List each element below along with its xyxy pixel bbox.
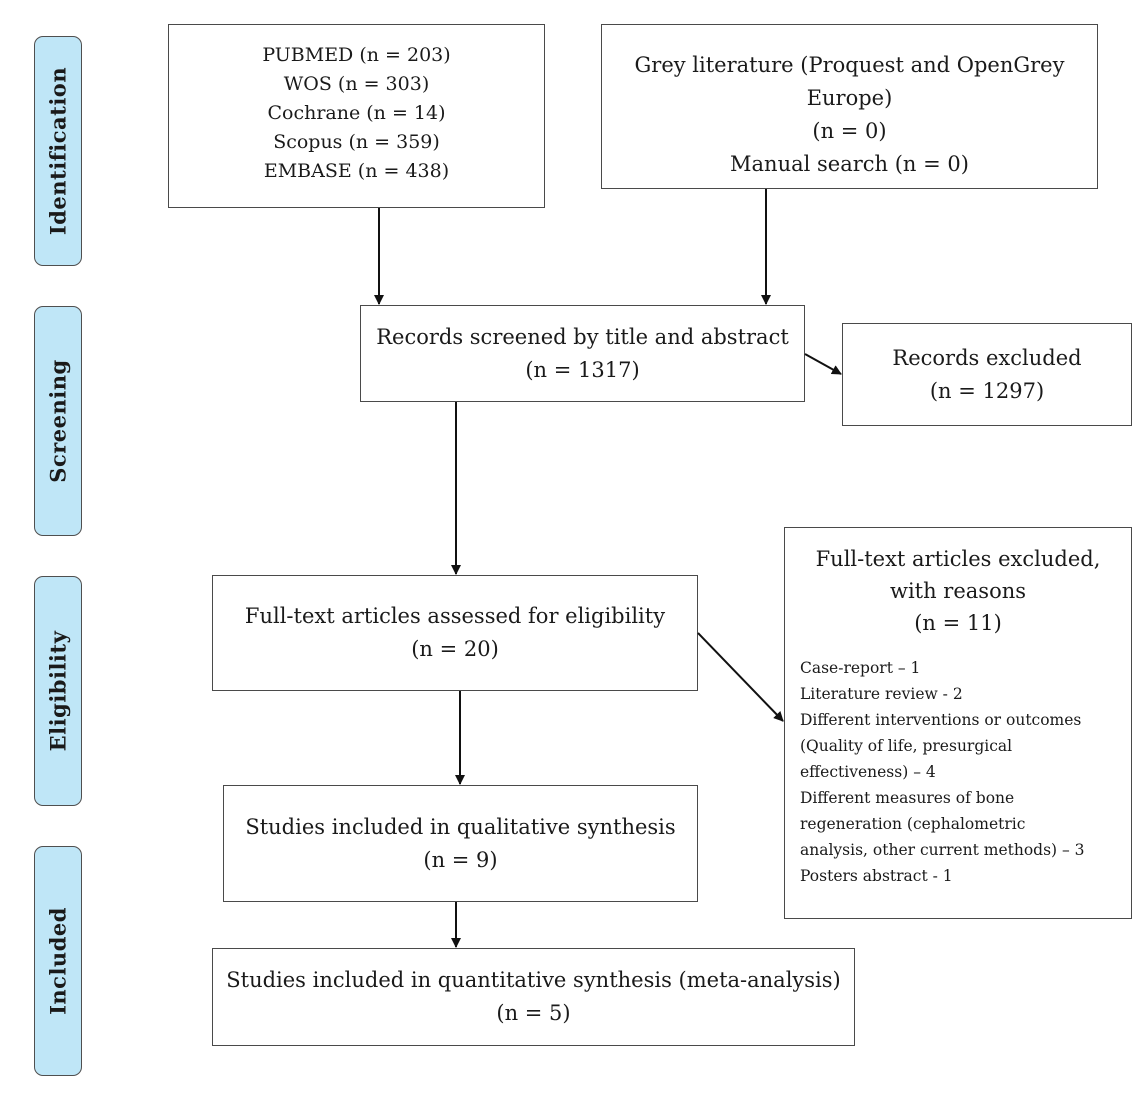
qualitative-synthesis-label: Studies included in qualitative synthesi… (245, 814, 676, 839)
fulltext-excluded-title-line1: Full-text articles excluded, (815, 547, 1101, 571)
phase-screening: Screening (34, 306, 82, 536)
phase-included: Included (34, 846, 82, 1076)
fulltext-assessed-box: Full-text articles assessed for eligibil… (212, 575, 698, 691)
database-wos: WOS (n = 303) (283, 73, 430, 95)
databases-box: PUBMED (n = 203) WOS (n = 303) Cochrane … (168, 24, 545, 208)
records-screened-box: Records screened by title and abstract (… (360, 305, 805, 402)
arrow-fulltext-to-excluded-reasons (697, 632, 784, 722)
exclusion-reason: regeneration (cephalometric (800, 815, 1026, 833)
quantitative-synthesis-box: Studies included in quantitative synthes… (212, 948, 855, 1046)
exclusion-reason: Posters abstract - 1 (800, 867, 953, 885)
manual-search-count: Manual search (n = 0) (730, 152, 969, 176)
records-screened-count: (n = 1317) (525, 357, 640, 382)
exclusion-reason: effectiveness) – 4 (800, 763, 936, 781)
quantitative-synthesis-label: Studies included in quantitative synthes… (226, 968, 841, 992)
exclusion-reason: Literature review - 2 (800, 685, 963, 703)
exclusion-reasons-list: Case-report – 1 Literature review - 2 Di… (785, 655, 1131, 889)
qualitative-synthesis-count: (n = 9) (423, 847, 498, 872)
grey-literature-line2: Europe) (806, 86, 893, 110)
fulltext-excluded-count: (n = 11) (914, 611, 1002, 635)
grey-literature-line1: Grey literature (Proquest and OpenGrey (634, 53, 1065, 77)
exclusion-reason: (Quality of life, presurgical (800, 737, 1013, 755)
exclusion-reason: Different interventions or outcomes (800, 711, 1082, 729)
exclusion-reason: analysis, other current methods) – 3 (800, 841, 1085, 859)
records-excluded-box: Records excluded (n = 1297) (842, 323, 1132, 426)
exclusion-reason: Different measures of bone (800, 789, 1015, 807)
phase-identification: Identification (34, 36, 82, 266)
grey-literature-count: (n = 0) (812, 119, 887, 143)
database-cochrane: Cochrane (n = 14) (267, 102, 446, 124)
fulltext-excluded-box: Full-text articles excluded, with reason… (784, 527, 1132, 919)
records-screened-label: Records screened by title and abstract (376, 324, 789, 349)
arrow-screened-to-excluded (804, 353, 842, 375)
database-pubmed: PUBMED (n = 203) (262, 44, 451, 66)
phase-eligibility: Eligibility (34, 576, 82, 806)
fulltext-assessed-count: (n = 20) (411, 637, 499, 661)
quantitative-synthesis-count: (n = 5) (496, 1001, 571, 1025)
database-embase: EMBASE (n = 438) (263, 160, 450, 182)
fulltext-excluded-title-line2: with reasons (889, 579, 1027, 603)
grey-literature-box: Grey literature (Proquest and OpenGrey E… (601, 24, 1098, 189)
records-excluded-label: Records excluded (892, 345, 1082, 370)
database-scopus: Scopus (n = 359) (273, 131, 440, 153)
records-excluded-count: (n = 1297) (929, 378, 1045, 403)
fulltext-assessed-label: Full-text articles assessed for eligibil… (244, 604, 666, 628)
exclusion-reason: Case-report – 1 (800, 659, 921, 677)
qualitative-synthesis-box: Studies included in qualitative synthesi… (223, 785, 698, 902)
